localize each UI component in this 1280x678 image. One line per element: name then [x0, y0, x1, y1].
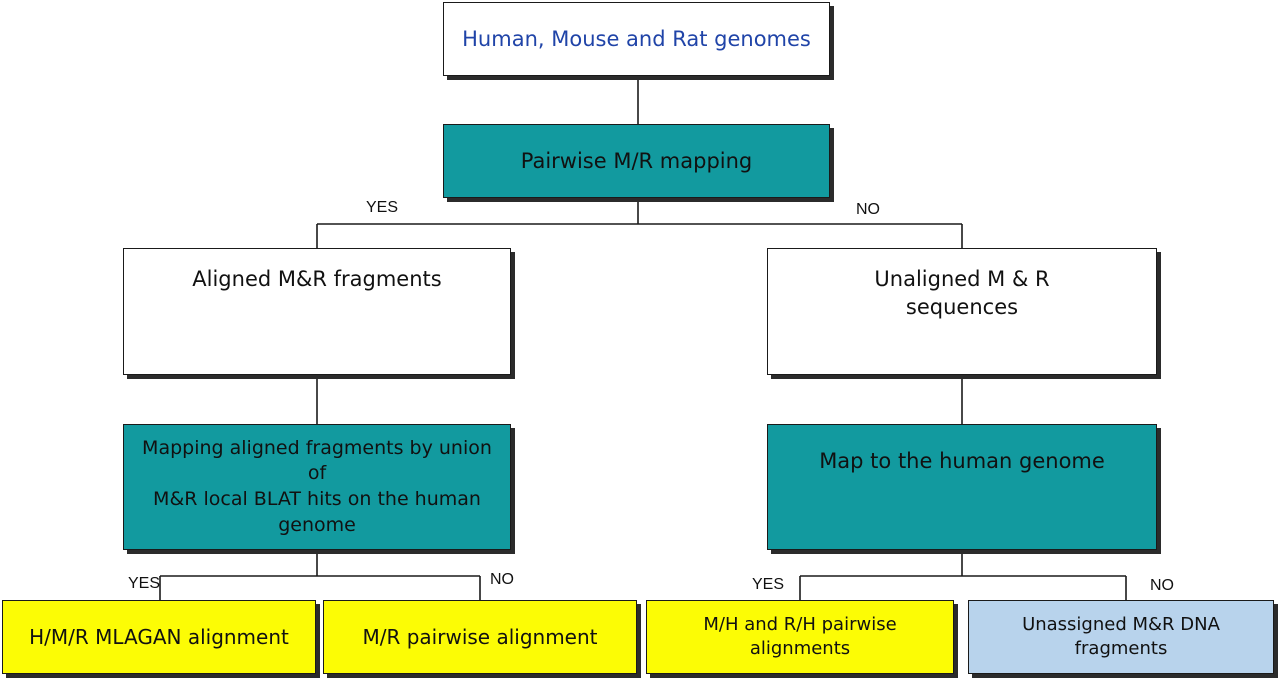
node-unaligned-line2: sequences: [905, 295, 1019, 320]
node-pairwise-mapping-label: Pairwise M/R mapping: [520, 148, 753, 173]
label-left-no: NO: [490, 571, 514, 588]
label-right-no: NO: [1150, 577, 1174, 594]
node-aligned-fragments-label: Aligned M&R fragments: [192, 267, 442, 291]
node-unaligned-sequences: Unaligned M & R sequences: [767, 248, 1157, 375]
node-unassigned-label: Unassigned M&R DNA fragments: [1022, 613, 1220, 659]
node-mapping-union: Mapping aligned fragments by union of M&…: [123, 424, 511, 550]
node-unassigned: Unassigned M&R DNA fragments: [968, 600, 1274, 674]
node-mr-pairwise: M/R pairwise alignment: [323, 600, 637, 674]
node-hmr-mlagan-label: H/M/R MLAGAN alignment: [29, 624, 289, 649]
node-hmr-mlagan: H/M/R MLAGAN alignment: [2, 600, 316, 674]
label-right-yes: YES: [752, 576, 785, 593]
node-genomes-label: Human, Mouse and Rat genomes: [462, 26, 811, 51]
node-mapping-union-line1: Mapping aligned fragments by union of: [142, 436, 492, 485]
node-mr-pairwise-label: M/R pairwise alignment: [362, 624, 598, 649]
node-mh-rh-pairwise: M/H and R/H pairwise alignments: [646, 600, 954, 674]
node-unaligned-line1: Unaligned M & R: [874, 267, 1050, 291]
node-mapping-union-line2: M&R local BLAT hits on the human genome: [153, 488, 481, 536]
node-mh-rh-pairwise-label: M/H and R/H pairwise alignments: [703, 613, 897, 659]
node-aligned-fragments: Aligned M&R fragments: [123, 248, 511, 375]
node-map-human: Map to the human genome: [767, 424, 1157, 550]
node-genomes: Human, Mouse and Rat genomes: [443, 2, 830, 76]
node-pairwise-mapping: Pairwise M/R mapping: [443, 124, 830, 198]
label-top-no: NO: [856, 201, 880, 218]
label-top-yes: YES: [366, 199, 399, 216]
label-left-yes: YES: [128, 575, 161, 592]
node-map-human-label: Map to the human genome: [819, 449, 1105, 473]
